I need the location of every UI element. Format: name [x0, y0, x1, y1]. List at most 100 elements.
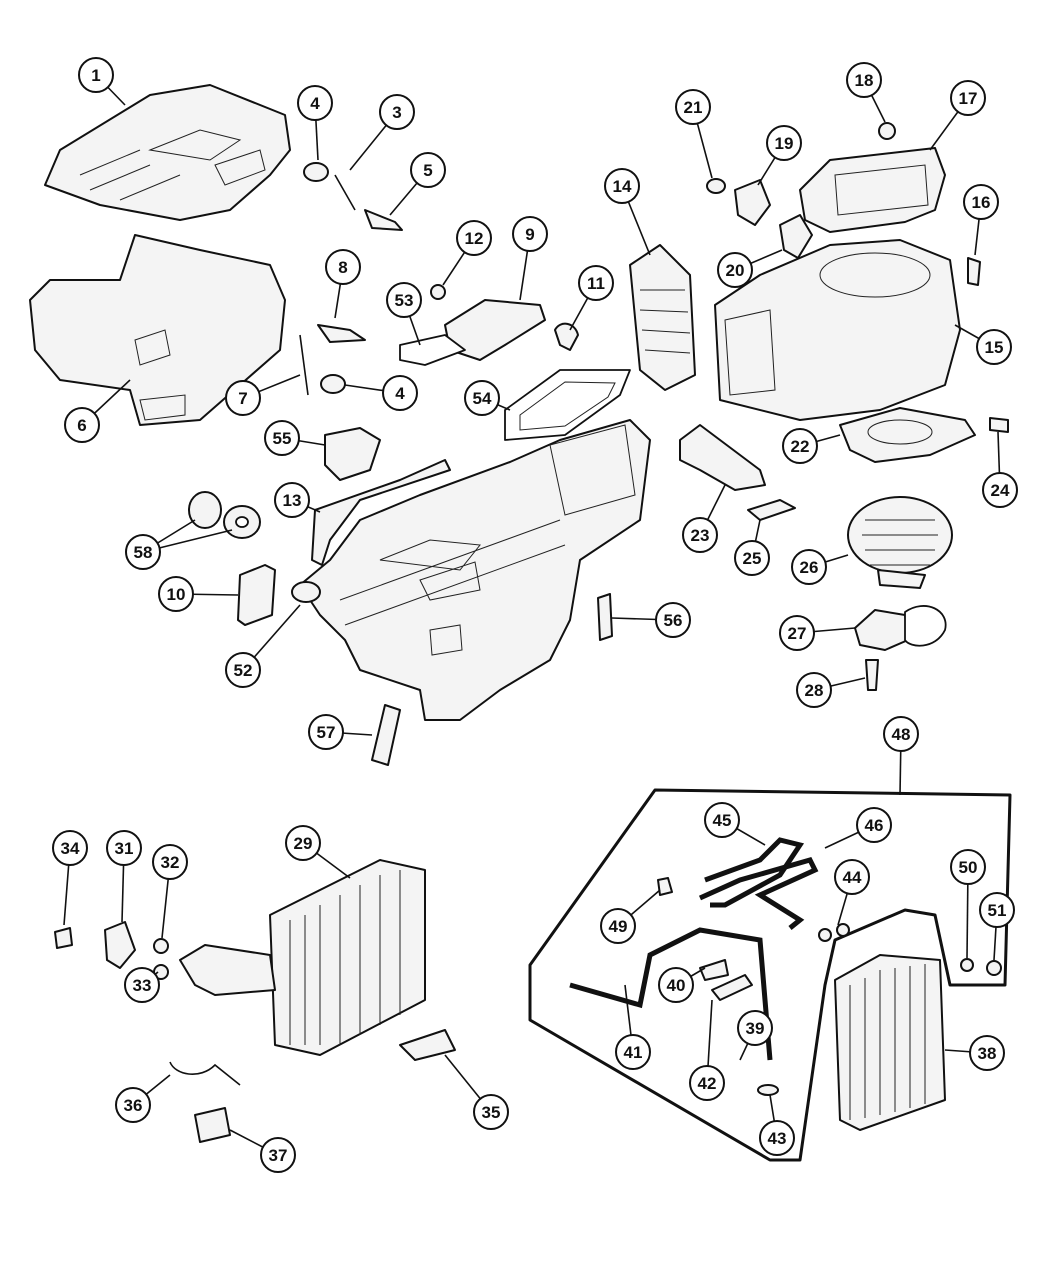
callout-number: 7	[238, 389, 247, 408]
callout-54: 54	[464, 380, 500, 416]
callout-number: 21	[684, 98, 703, 117]
callout-number: 35	[482, 1103, 501, 1122]
callout-number: 52	[234, 661, 253, 680]
callout-7: 7	[225, 380, 261, 416]
callout-35: 35	[473, 1094, 509, 1130]
callout-circle	[124, 967, 160, 1003]
callout-number: 32	[161, 853, 180, 872]
callout-38: 38	[969, 1035, 1005, 1071]
callout-circle	[856, 807, 892, 843]
callout-23: 23	[682, 517, 718, 553]
part-drain-hose	[569, 927, 773, 1061]
callout-number: 22	[791, 437, 810, 456]
part-actuator-small	[303, 162, 403, 231]
callout-number: 24	[991, 481, 1010, 500]
callout-13: 13	[274, 482, 310, 518]
callout-circle	[152, 844, 188, 880]
callout-labels: 1345678910111213141516171819202122232425…	[52, 57, 1018, 1173]
callout-number: 12	[465, 229, 484, 248]
callout-circle	[759, 1120, 795, 1156]
callout-18: 18	[846, 62, 882, 98]
callout-number: 43	[768, 1129, 787, 1148]
callout-15: 15	[976, 329, 1012, 365]
callout-number: 4	[395, 384, 405, 403]
callout-circle	[604, 168, 640, 204]
callout-12: 12	[456, 220, 492, 256]
callout-3: 3	[379, 94, 415, 130]
part-evaporator-core	[179, 859, 426, 1056]
callout-circle	[675, 89, 711, 125]
callout-circle	[682, 517, 718, 553]
part-control-module	[237, 564, 276, 626]
part-blower-housing-lower	[839, 407, 976, 463]
callout-25: 25	[734, 540, 770, 576]
callout-circle	[115, 1087, 151, 1123]
callout-circle	[274, 482, 310, 518]
callout-circle	[796, 672, 832, 708]
callout-36: 36	[115, 1087, 151, 1123]
callout-39: 39	[737, 1010, 773, 1046]
callout-9: 9	[512, 216, 548, 252]
callout-circle	[64, 407, 100, 443]
callout-number: 53	[395, 291, 414, 310]
callout-number: 1	[91, 66, 100, 85]
callout-number: 28	[805, 681, 824, 700]
part-floor-duct	[399, 284, 579, 366]
callout-circle	[615, 1034, 651, 1070]
part-blower-motor	[847, 496, 953, 589]
callout-14: 14	[604, 168, 640, 204]
callout-43: 43	[759, 1120, 795, 1156]
callout-circle	[473, 1094, 509, 1130]
callout-20: 20	[717, 252, 753, 288]
callout-34: 34	[52, 830, 88, 866]
callout-circle	[658, 967, 694, 1003]
callout-22: 22	[782, 428, 818, 464]
callout-49: 49	[600, 908, 636, 944]
callout-number: 46	[865, 816, 884, 835]
callout-number: 8	[338, 258, 347, 277]
callout-16: 16	[963, 184, 999, 220]
callout-number: 29	[294, 834, 313, 853]
callout-number: 45	[713, 811, 732, 830]
callout-51: 51	[979, 892, 1015, 928]
callout-number: 50	[959, 858, 978, 877]
callout-number: 33	[133, 976, 152, 995]
callout-53: 53	[386, 282, 422, 318]
callout-8: 8	[325, 249, 361, 285]
callout-48: 48	[883, 716, 919, 752]
callout-number: 42	[698, 1074, 717, 1093]
callout-37: 37	[260, 1137, 296, 1173]
callout-circle	[260, 1137, 296, 1173]
callout-circle	[704, 802, 740, 838]
callout-circle	[737, 1010, 773, 1046]
part-heater-core	[834, 954, 946, 1131]
callout-19: 19	[766, 125, 802, 161]
callout-circle	[834, 859, 870, 895]
callout-circle	[791, 549, 827, 585]
part-rear-housing	[714, 239, 961, 421]
callout-number: 16	[972, 193, 991, 212]
callout-58: 58	[125, 534, 161, 570]
callout-number: 41	[624, 1043, 643, 1062]
callout-50: 50	[950, 849, 986, 885]
part-support-bracket	[311, 459, 451, 566]
callout-number: 51	[988, 901, 1007, 920]
callout-circle	[512, 216, 548, 252]
part-side-panel	[597, 593, 613, 641]
callout-33: 33	[124, 967, 160, 1003]
part-heater-duct	[679, 424, 766, 491]
part-seal	[504, 369, 631, 441]
callout-number: 6	[77, 416, 86, 435]
callout-number: 37	[269, 1146, 288, 1165]
callout-circle	[578, 265, 614, 301]
callout-circle	[225, 652, 261, 688]
callout-number: 23	[691, 526, 710, 545]
callout-circle	[410, 152, 446, 188]
part-lower-housing	[29, 234, 286, 426]
callout-circle	[456, 220, 492, 256]
callout-number: 34	[61, 839, 80, 858]
callout-number: 27	[788, 624, 807, 643]
callout-circle	[950, 80, 986, 116]
